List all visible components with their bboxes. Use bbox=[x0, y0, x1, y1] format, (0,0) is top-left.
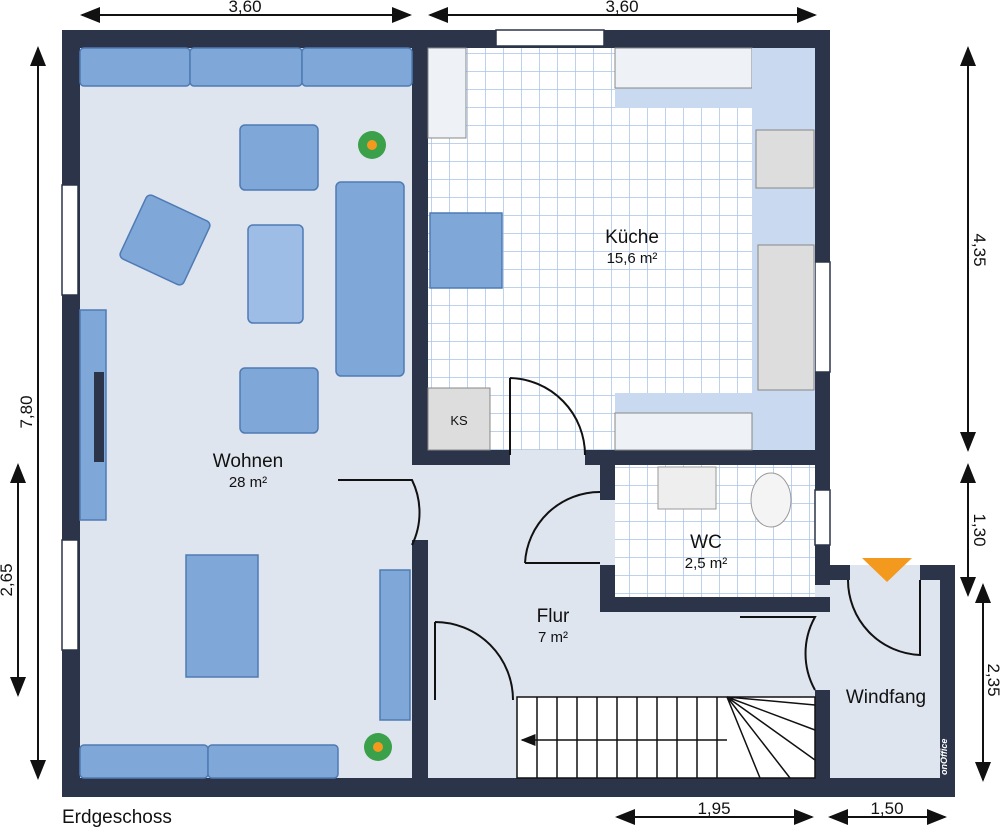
room-label-windfang: Windfang bbox=[846, 687, 926, 708]
kitchen-furniture bbox=[427, 47, 815, 528]
dim-right-lower: 2,35 bbox=[984, 663, 1000, 696]
sofa-bottom bbox=[79, 744, 209, 779]
staircase bbox=[516, 696, 816, 779]
room-area-flur: 7 m² bbox=[538, 629, 568, 646]
room-label-kueche: Küche bbox=[605, 227, 659, 248]
dim-bottom-middle: 1,95 bbox=[697, 799, 730, 818]
stove-icon bbox=[755, 129, 815, 189]
walls bbox=[62, 30, 955, 797]
dim-top-right: 3,60 bbox=[605, 0, 638, 16]
kitchen-table bbox=[429, 212, 503, 289]
windfang-floor bbox=[830, 565, 955, 797]
logo: onOffice bbox=[939, 739, 949, 775]
room-area-kueche: 15,6 m² bbox=[607, 250, 658, 267]
toilet bbox=[750, 472, 792, 528]
windows bbox=[61, 29, 831, 651]
room-area-wohnen: 28 m² bbox=[229, 474, 267, 491]
radiator-shelf bbox=[379, 569, 411, 721]
couch bbox=[335, 181, 405, 377]
fridge bbox=[427, 387, 491, 451]
room-label-wc: WC bbox=[690, 532, 722, 553]
dim-left-total: 7,80 bbox=[17, 395, 36, 428]
dim-right-middle: 1,30 bbox=[970, 513, 989, 546]
armchair bbox=[239, 124, 319, 191]
wc-basin bbox=[657, 466, 717, 510]
entrance-arrow-icon bbox=[862, 558, 912, 582]
room-area-wc: 2,5 m² bbox=[685, 555, 728, 572]
coffee-table bbox=[247, 224, 304, 324]
dim-top-left: 3,60 bbox=[228, 0, 261, 16]
dim-right-upper: 4,35 bbox=[970, 233, 989, 266]
sofa-top bbox=[79, 47, 191, 87]
dim-bottom-right: 1,50 bbox=[870, 799, 903, 818]
dining-table bbox=[185, 554, 259, 678]
fridge-label: KS bbox=[450, 413, 468, 428]
living-furniture bbox=[79, 47, 413, 779]
sink-icon bbox=[757, 244, 815, 391]
room-label-flur: Flur bbox=[537, 606, 570, 627]
dim-left-lower: 2,65 bbox=[0, 563, 16, 596]
room-label-wohnen: Wohnen bbox=[213, 451, 283, 472]
doors bbox=[338, 377, 921, 701]
floor-name: Erdgeschoss bbox=[62, 807, 172, 828]
